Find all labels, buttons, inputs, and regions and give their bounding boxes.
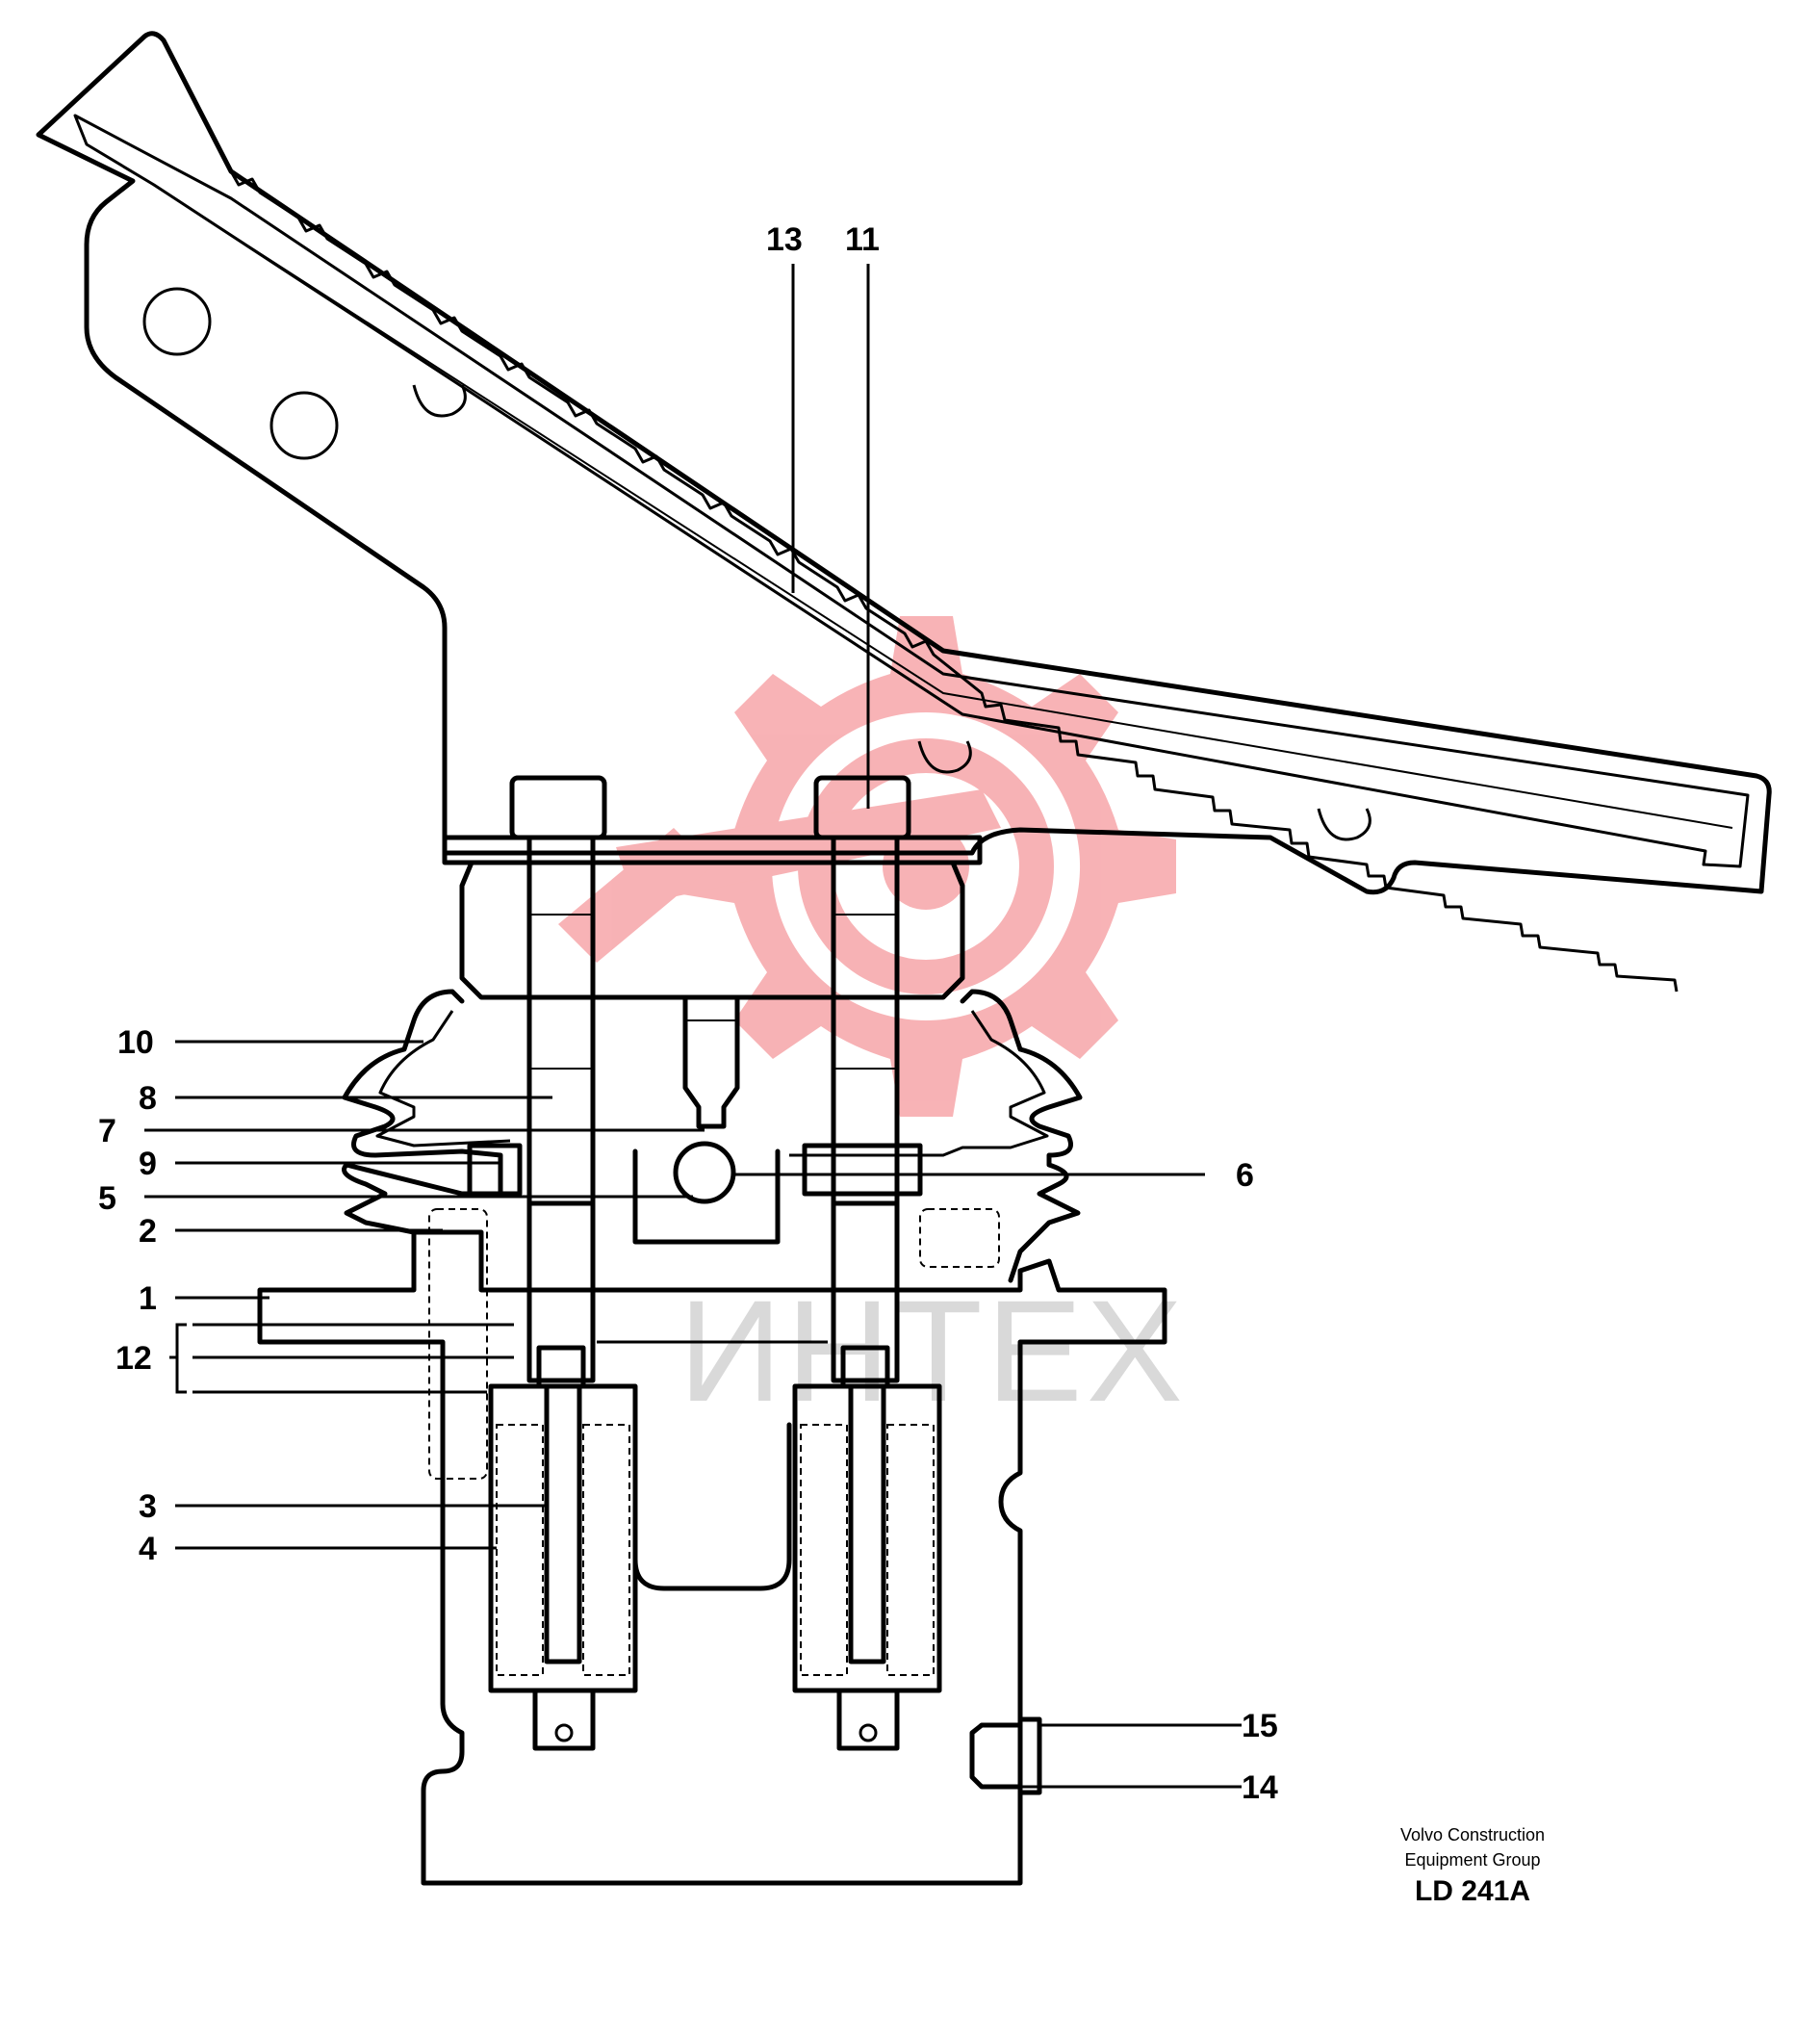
spool-bore-right	[792, 1383, 942, 1693]
bolt-head-left	[509, 775, 607, 840]
pedal-rivet-3	[1317, 808, 1371, 841]
upper-housing	[459, 860, 965, 1000]
pedal-hole-upper	[142, 287, 212, 356]
spool-3-left	[544, 1383, 582, 1664]
side-port	[969, 1722, 1023, 1790]
rubber-boot-left	[342, 989, 503, 1235]
callout-5: 5	[98, 1180, 116, 1217]
credit-line-1: Volvo Construction	[1400, 1825, 1545, 1845]
credit-block: Volvo Construction Equipment Group LD 24…	[1400, 1825, 1545, 1907]
callout-2: 2	[139, 1213, 157, 1250]
rubber-boot-right	[960, 989, 1083, 1283]
watermark-pen-icon	[616, 789, 1001, 905]
credit-line-2: Equipment Group	[1404, 1850, 1540, 1870]
drawing-code: LD 241A	[1415, 1875, 1530, 1907]
callout-4: 4	[139, 1531, 157, 1567]
callout-14: 14	[1242, 1769, 1278, 1806]
callout-7: 7	[98, 1113, 116, 1149]
watermark-gear-icon	[677, 616, 1176, 1117]
plug-right-pin	[859, 1723, 878, 1742]
pedal-teeth	[229, 170, 1679, 993]
pedal-outline	[36, 31, 1772, 895]
plug-left-pin	[554, 1723, 574, 1742]
rubber-boot-left-inner	[375, 1010, 511, 1148]
pedal-tread-plate	[73, 114, 1750, 868]
callout-labels: 13 11 10 8 7 9 5 6 2 1 12 3 4 15 14	[98, 221, 1278, 1806]
callout-3: 3	[139, 1488, 157, 1525]
pedal-tread-line	[143, 178, 1733, 829]
callout-1: 1	[139, 1280, 157, 1317]
spring-right-a	[800, 1424, 848, 1676]
lower-pocket	[632, 1422, 792, 1591]
bracket-12	[169, 1323, 187, 1394]
top-flange	[442, 835, 983, 865]
plug-right	[836, 1688, 900, 1751]
valve-body	[257, 775, 1167, 1886]
tube-2-left	[428, 1208, 488, 1480]
center-stem	[682, 994, 740, 1129]
leader-lines	[144, 264, 1242, 1789]
watermark-logo	[558, 616, 1176, 1117]
pedal-hole-lower	[269, 391, 339, 460]
spring-right-b	[886, 1424, 935, 1676]
bolt-left	[526, 835, 596, 1206]
rubber-boot-right-inner	[789, 1010, 1049, 1157]
spring-seat-left	[467, 1143, 523, 1197]
pedal-assembly	[36, 31, 1772, 993]
spring-seat-right	[802, 1143, 923, 1197]
callout-6: 6	[1236, 1157, 1254, 1194]
watermark-inner-ring	[798, 738, 1054, 994]
side-port-seal-15	[1017, 1716, 1042, 1795]
pedal-rivet-1	[412, 384, 467, 418]
spool-bore-left	[488, 1383, 638, 1693]
pedal-rivet-2	[917, 740, 972, 774]
callout-13: 13	[766, 221, 803, 258]
plug-left	[532, 1688, 596, 1751]
callout-15: 15	[1242, 1708, 1278, 1744]
spring-4-left	[496, 1424, 544, 1676]
lower-body-outline	[257, 1229, 1167, 1886]
callout-8: 8	[139, 1080, 157, 1117]
watermark-text: ИНТЕХ	[679, 1270, 1187, 1432]
callout-11: 11	[845, 221, 880, 258]
tube-right	[919, 1208, 1000, 1268]
callout-12: 12	[115, 1340, 152, 1377]
spool-right	[848, 1383, 886, 1664]
spring-4-left-b	[582, 1424, 630, 1676]
watermark-core	[883, 823, 969, 910]
callout-9: 9	[139, 1146, 157, 1182]
callout-10: 10	[117, 1024, 154, 1061]
ball-5	[673, 1141, 736, 1204]
